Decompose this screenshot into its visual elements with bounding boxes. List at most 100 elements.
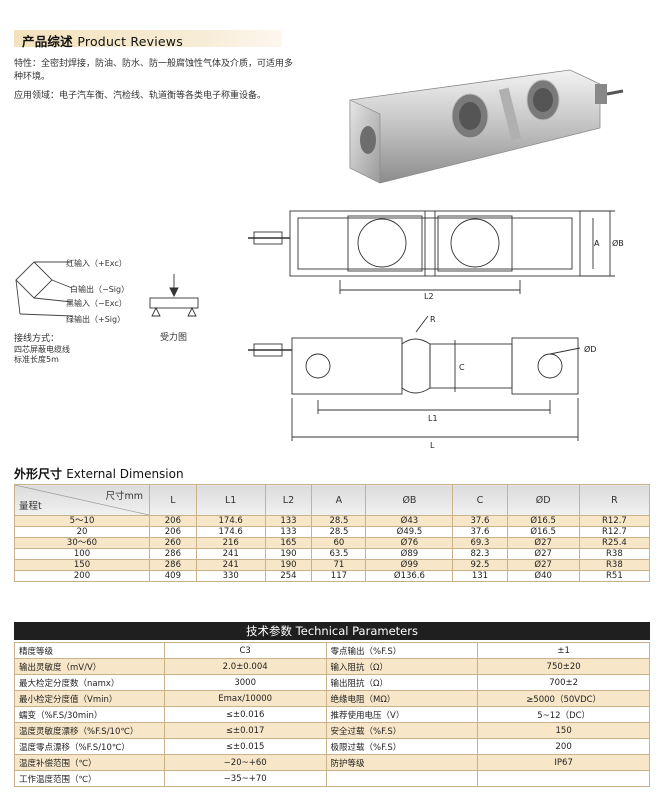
param-value-cell: ≥5000（50VDC） [477,690,650,707]
dimension-cell: Ø40 [506,570,580,582]
product-reviews-title: 产品综述 Product Reviews [22,31,183,50]
param-value-cell [477,770,650,787]
dimension-cell: 133 [264,526,313,538]
dimension-cell: 190 [264,559,313,571]
param-name-cell: 最小检定分度值（Vmin） [14,690,165,707]
param-name-cell: 工作温度范围（℃） [14,770,165,787]
dimension-cell: 190 [264,548,313,560]
param-name-cell: 温度补偿范围（℃） [14,754,165,771]
external-dimension-title: 外形尺寸 External Dimension [14,465,184,482]
param-value-cell: ±1 [477,642,650,659]
dimension-cell: 409 [149,570,197,582]
top-view-drawing: A ØB L2 [248,210,624,301]
param-value-cell: ≤±0.017 [163,722,327,739]
section-header-bar [14,30,282,47]
range-cell: 150 [14,559,150,571]
dimension-cell: 117 [311,570,367,582]
wire-green: 绿输出（+Sig） [66,315,126,324]
cable-length: 标准长度5m [14,355,59,364]
dim-label-l1: L1 [428,414,438,423]
dimension-cell: Ø136.6 [365,570,454,582]
dimension-cell: R12.7 [578,515,651,527]
param-value-cell: C3 [163,642,327,659]
dim-label-c: C [459,363,465,372]
dimension-cell: R12.7 [578,526,651,538]
dim-label-r: R [430,315,436,324]
range-cell: 30～60 [14,537,150,549]
dimension-cell: 133 [264,515,313,527]
wiring-bridge-diagram [15,261,73,317]
dimension-cell: 241 [195,548,266,560]
column-header: L2 [264,484,313,516]
param-name-cell: 输出阻抗（Ω） [325,674,479,691]
dimension-cell: 241 [195,559,266,571]
force-diagram [149,274,199,317]
load-cell-photo [349,69,624,184]
param-value-cell: Emax/10000 [163,690,327,707]
dimension-cell: 330 [195,570,266,582]
corner-diagonal [15,485,149,515]
param-name-cell: 最大检定分度数（namx） [14,674,165,691]
param-name-cell: 防护等级 [325,754,479,771]
dimension-cell: 206 [149,526,197,538]
param-name-cell: 推荐使用电压（V） [325,706,479,723]
param-name-cell: 输出灵敏度（mV/V） [14,658,165,675]
dim-label-l2: L2 [424,292,434,301]
param-name-cell: 温度灵敏度漂移（%F.S/10℃） [14,722,165,739]
wire-white: 白输出（−Sig） [70,285,130,294]
param-value-cell: 200 [477,738,650,755]
dimension-cell: Ø49.5 [365,526,454,538]
dimension-cell: 206 [149,515,197,527]
dimension-cell: 28.5 [311,526,367,538]
dimension-cell: Ø16.5 [506,515,580,527]
dim-label-d: ØD [584,344,596,354]
ext-title-en: External Dimension [66,467,184,481]
dimension-cell: R38 [578,559,651,571]
param-value-cell: 750±20 [477,658,650,675]
param-name-cell: 绝缘电阻（MΩ） [325,690,479,707]
param-value-cell: 2.0±0.004 [163,658,327,675]
side-view-drawing: R C ØD L1 L [248,315,596,450]
column-header: R [578,484,651,516]
param-name-cell: 极限过载（%F.S） [325,738,479,755]
column-header: ØB [365,484,454,516]
dimension-cell: 60 [311,537,367,549]
ext-title-cn: 外形尺寸 [14,467,63,481]
range-cell: 100 [14,548,150,560]
table-header-row: 尺寸mm 量程t L L1 L2 A ØB C ØD R [14,484,651,516]
dimension-cell: 69.3 [452,537,508,549]
corner-top-label: 尺寸mm [105,491,143,502]
param-name-cell: 零点输出（%F.S） [325,642,479,659]
dimension-cell: 260 [149,537,197,549]
column-header: ØD [506,484,580,516]
dimension-cell: 165 [264,537,313,549]
param-value-cell: ≤±0.015 [163,738,327,755]
param-name-cell: 蠕变（%F.S/30min） [14,706,165,723]
dimension-cell: 63.5 [311,548,367,560]
param-value-cell: 3000 [163,674,327,691]
param-name-cell: 安全过载（%F.S） [325,722,479,739]
dimension-cell: R25.4 [578,537,651,549]
dimension-cell: Ø16.5 [506,526,580,538]
corner-header-cell: 尺寸mm 量程t [14,484,150,516]
wiring-method-label: 接线方式： [14,334,60,344]
param-name-cell: 温度零点漂移（%F.S/10℃） [14,738,165,755]
param-value-cell: ≤±0.016 [163,706,327,723]
wire-red: 红输入（+Exc） [66,259,127,268]
features-text: 特性：全密封焊接，防油、防水、防一般腐蚀性气体及介质，可适用多种环境。 [14,59,294,82]
dimension-cell: 37.6 [452,515,508,527]
tech-title-en: Technical Parameters [295,624,418,638]
dimension-cell: R51 [578,570,651,582]
